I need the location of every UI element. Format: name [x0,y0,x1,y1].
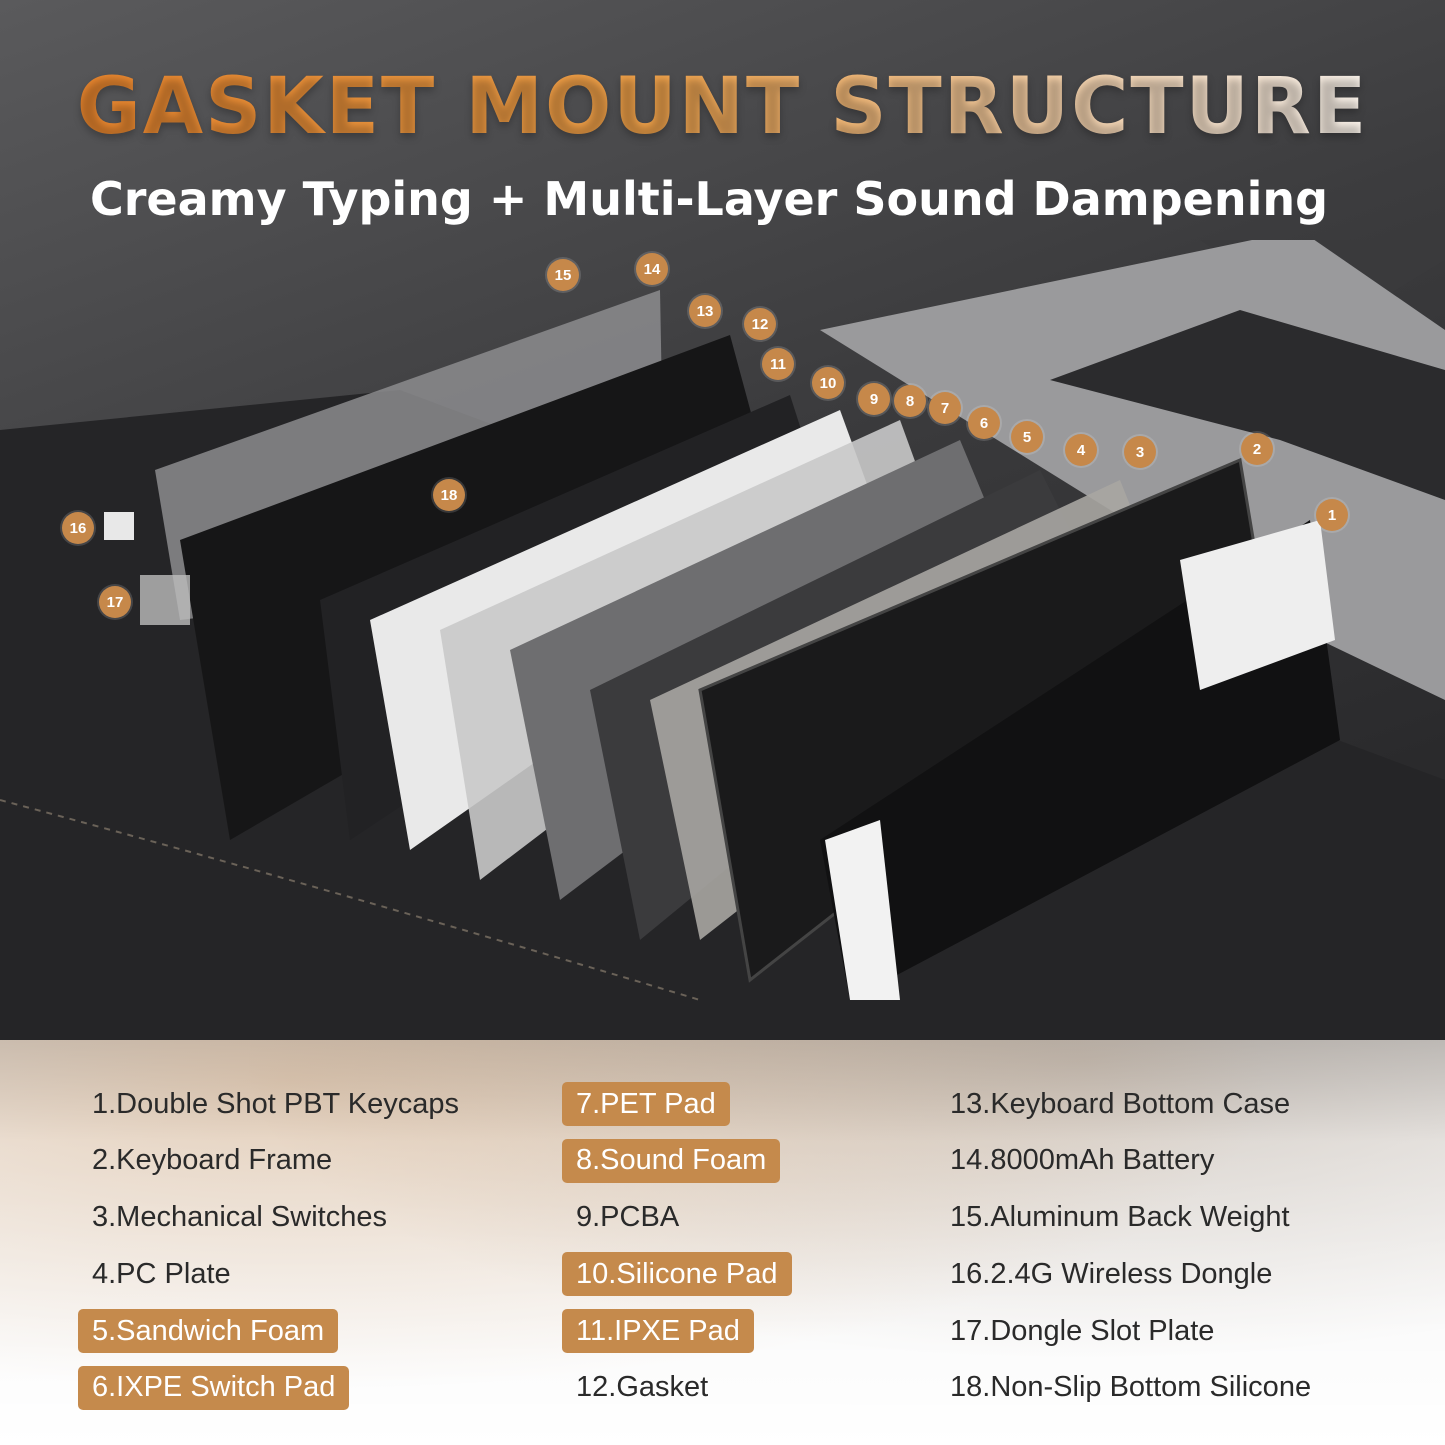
callout-badge: 8 [894,385,926,417]
callout-badge: 6 [968,407,1000,439]
callout-badge: 16 [62,512,94,544]
callout-badge: 12 [744,308,776,340]
legend-item: 12.Gasket [576,1371,709,1404]
part-16-dongle [104,512,134,540]
callout-badge: 15 [547,259,579,291]
legend-item: 17.Dongle Slot Plate [950,1314,1215,1347]
callout-badge: 14 [636,253,668,285]
callout-badge: 17 [99,586,131,618]
callout-badge: 18 [433,479,465,511]
legend-column-3: 13.Keyboard Bottom Case 14.8000mAh Batte… [936,1082,1416,1423]
legend-item-highlighted: 8.Sound Foam [562,1138,781,1183]
legend-column-1: 1.Double Shot PBT Keycaps 2.Keyboard Fra… [78,1082,518,1423]
legend-item: 9.PCBA [576,1201,680,1234]
legend-item: 14.8000mAh Battery [950,1144,1215,1177]
legend-item: 2.Keyboard Frame [92,1144,333,1177]
callout-badge: 3 [1124,436,1156,468]
page-subtitle: Creamy Typing + Multi-Layer Sound Dampen… [89,172,1329,226]
part-17-slot-plate [140,575,190,625]
callout-badge: 1 [1316,499,1348,531]
legend-item: 4.PC Plate [92,1257,231,1290]
page-title: GASKET MOUNT STRUCTURE [0,62,1445,152]
laptop-keyboard [1050,310,1445,500]
callout-badge: 11 [762,348,794,380]
legend-item-highlighted: 7.PET Pad [562,1082,730,1126]
legend-item: 1.Double Shot PBT Keycaps [92,1087,460,1120]
legend-item: 16.2.4G Wireless Dongle [950,1257,1273,1290]
callout-badge: 13 [689,295,721,327]
exploded-keyboard-illustration [0,240,1445,1040]
keycaps-white-left [825,820,900,1000]
callout-badge: 5 [1011,421,1043,453]
legend-item: 3.Mechanical Switches [92,1201,387,1234]
callout-badge: 9 [858,383,890,415]
keycaps-white-right [1180,520,1335,690]
desk-mat-stitch [0,799,701,1001]
legend-item: 18.Non-Slip Bottom Silicone [950,1371,1312,1404]
legend-item: 15.Aluminum Back Weight [950,1201,1290,1234]
callout-badge: 7 [929,392,961,424]
legend-item-highlighted: 11.IPXE Pad [562,1309,754,1354]
callout-badge: 10 [812,367,844,399]
legend-item-highlighted: 5.Sandwich Foam [78,1309,339,1354]
legend-item: 13.Keyboard Bottom Case [950,1087,1291,1120]
legend-item-highlighted: 6.IXPE Switch Pad [78,1365,350,1410]
legend-item-highlighted: 10.Silicone Pad [562,1252,792,1297]
callout-badge: 2 [1241,433,1273,465]
legend-column-2: 7.PET Pad 8.Sound Foam 9.PCBA 10.Silicon… [562,1082,922,1423]
callout-badge: 4 [1065,434,1097,466]
